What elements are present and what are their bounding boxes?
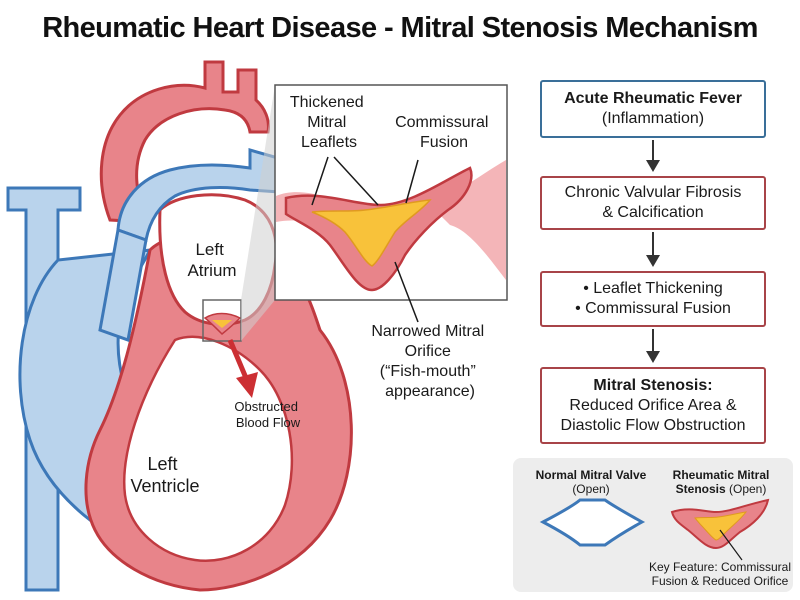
flow-step-1-title: Acute Rheumatic Fever xyxy=(564,90,742,107)
fusion-pointer xyxy=(405,159,419,204)
thickened-leaflets-label: Thickened Mitral Leaflets xyxy=(290,94,368,151)
flow-step-2-line2: & Calcification xyxy=(602,204,704,221)
flow-arrow-3 xyxy=(646,329,660,363)
normal-valve-title: Normal Mitral Valve (Open) xyxy=(535,468,647,496)
inset-orifice xyxy=(311,199,432,267)
flow-arrow-2 xyxy=(646,232,660,267)
flow-step-fibrosis: Chronic Valvular Fibrosis & Calcificatio… xyxy=(540,176,766,230)
orifice-pointer xyxy=(394,261,419,323)
leaflet-pointer-left xyxy=(311,156,329,206)
flow-step-4-title: Mitral Stenosis: xyxy=(593,376,713,394)
aorta xyxy=(99,60,270,224)
rheumatic-valve-title: Rheumatic Mitral Stenosis (Open) xyxy=(672,468,770,496)
flow-step-2-line1: Chronic Valvular Fibrosis xyxy=(564,184,742,201)
inset-wall-right xyxy=(430,160,506,280)
flow-step-4-line2: Diastolic Flow Obstruction xyxy=(560,416,746,434)
left-atrium-label: Left Atrium xyxy=(187,240,236,280)
zoom-cone xyxy=(241,85,275,341)
key-feature-label: Key Feature: Commissural Fusion & Reduce… xyxy=(648,560,792,588)
flow-step-3-line1: • Leaflet Thickening xyxy=(583,280,723,297)
heart-mitral-orifice xyxy=(212,320,232,328)
flow-step-4-line1: Reduced Orifice Area & xyxy=(569,396,737,414)
flow-step-mitral-stenosis: Mitral Stenosis: Reduced Orifice Area & … xyxy=(540,367,766,444)
flow-step-thickening-fusion: • Leaflet Thickening • Commissural Fusio… xyxy=(540,271,766,327)
flow-step-1-sub: (Inflammation) xyxy=(601,110,705,127)
pulmonary-trunk xyxy=(98,227,148,343)
left-ventricle-label: Left Ventricle xyxy=(130,454,199,496)
obstructed-flow-arrow xyxy=(227,339,249,379)
flow-arrow-1 xyxy=(646,140,660,172)
page-title: Rheumatic Heart Disease - Mitral Stenosi… xyxy=(42,12,758,44)
flow-step-acute-rheumatic-fever: Acute Rheumatic Fever (Inflammation) xyxy=(540,80,766,138)
obstructed-flow-label: Obstructed Blood Flow xyxy=(234,399,301,430)
pulmonary-artery xyxy=(116,148,287,242)
commissural-fusion-label: Commissural Fusion xyxy=(395,114,493,151)
obstructed-flow-arrowhead xyxy=(236,372,258,398)
narrowed-orifice-label: Narrowed Mitral Orifice (“Fish-mouth” ap… xyxy=(371,323,488,400)
leaflet-pointer-right xyxy=(333,156,379,206)
flow-step-3-line2: • Commissural Fusion xyxy=(575,300,731,317)
